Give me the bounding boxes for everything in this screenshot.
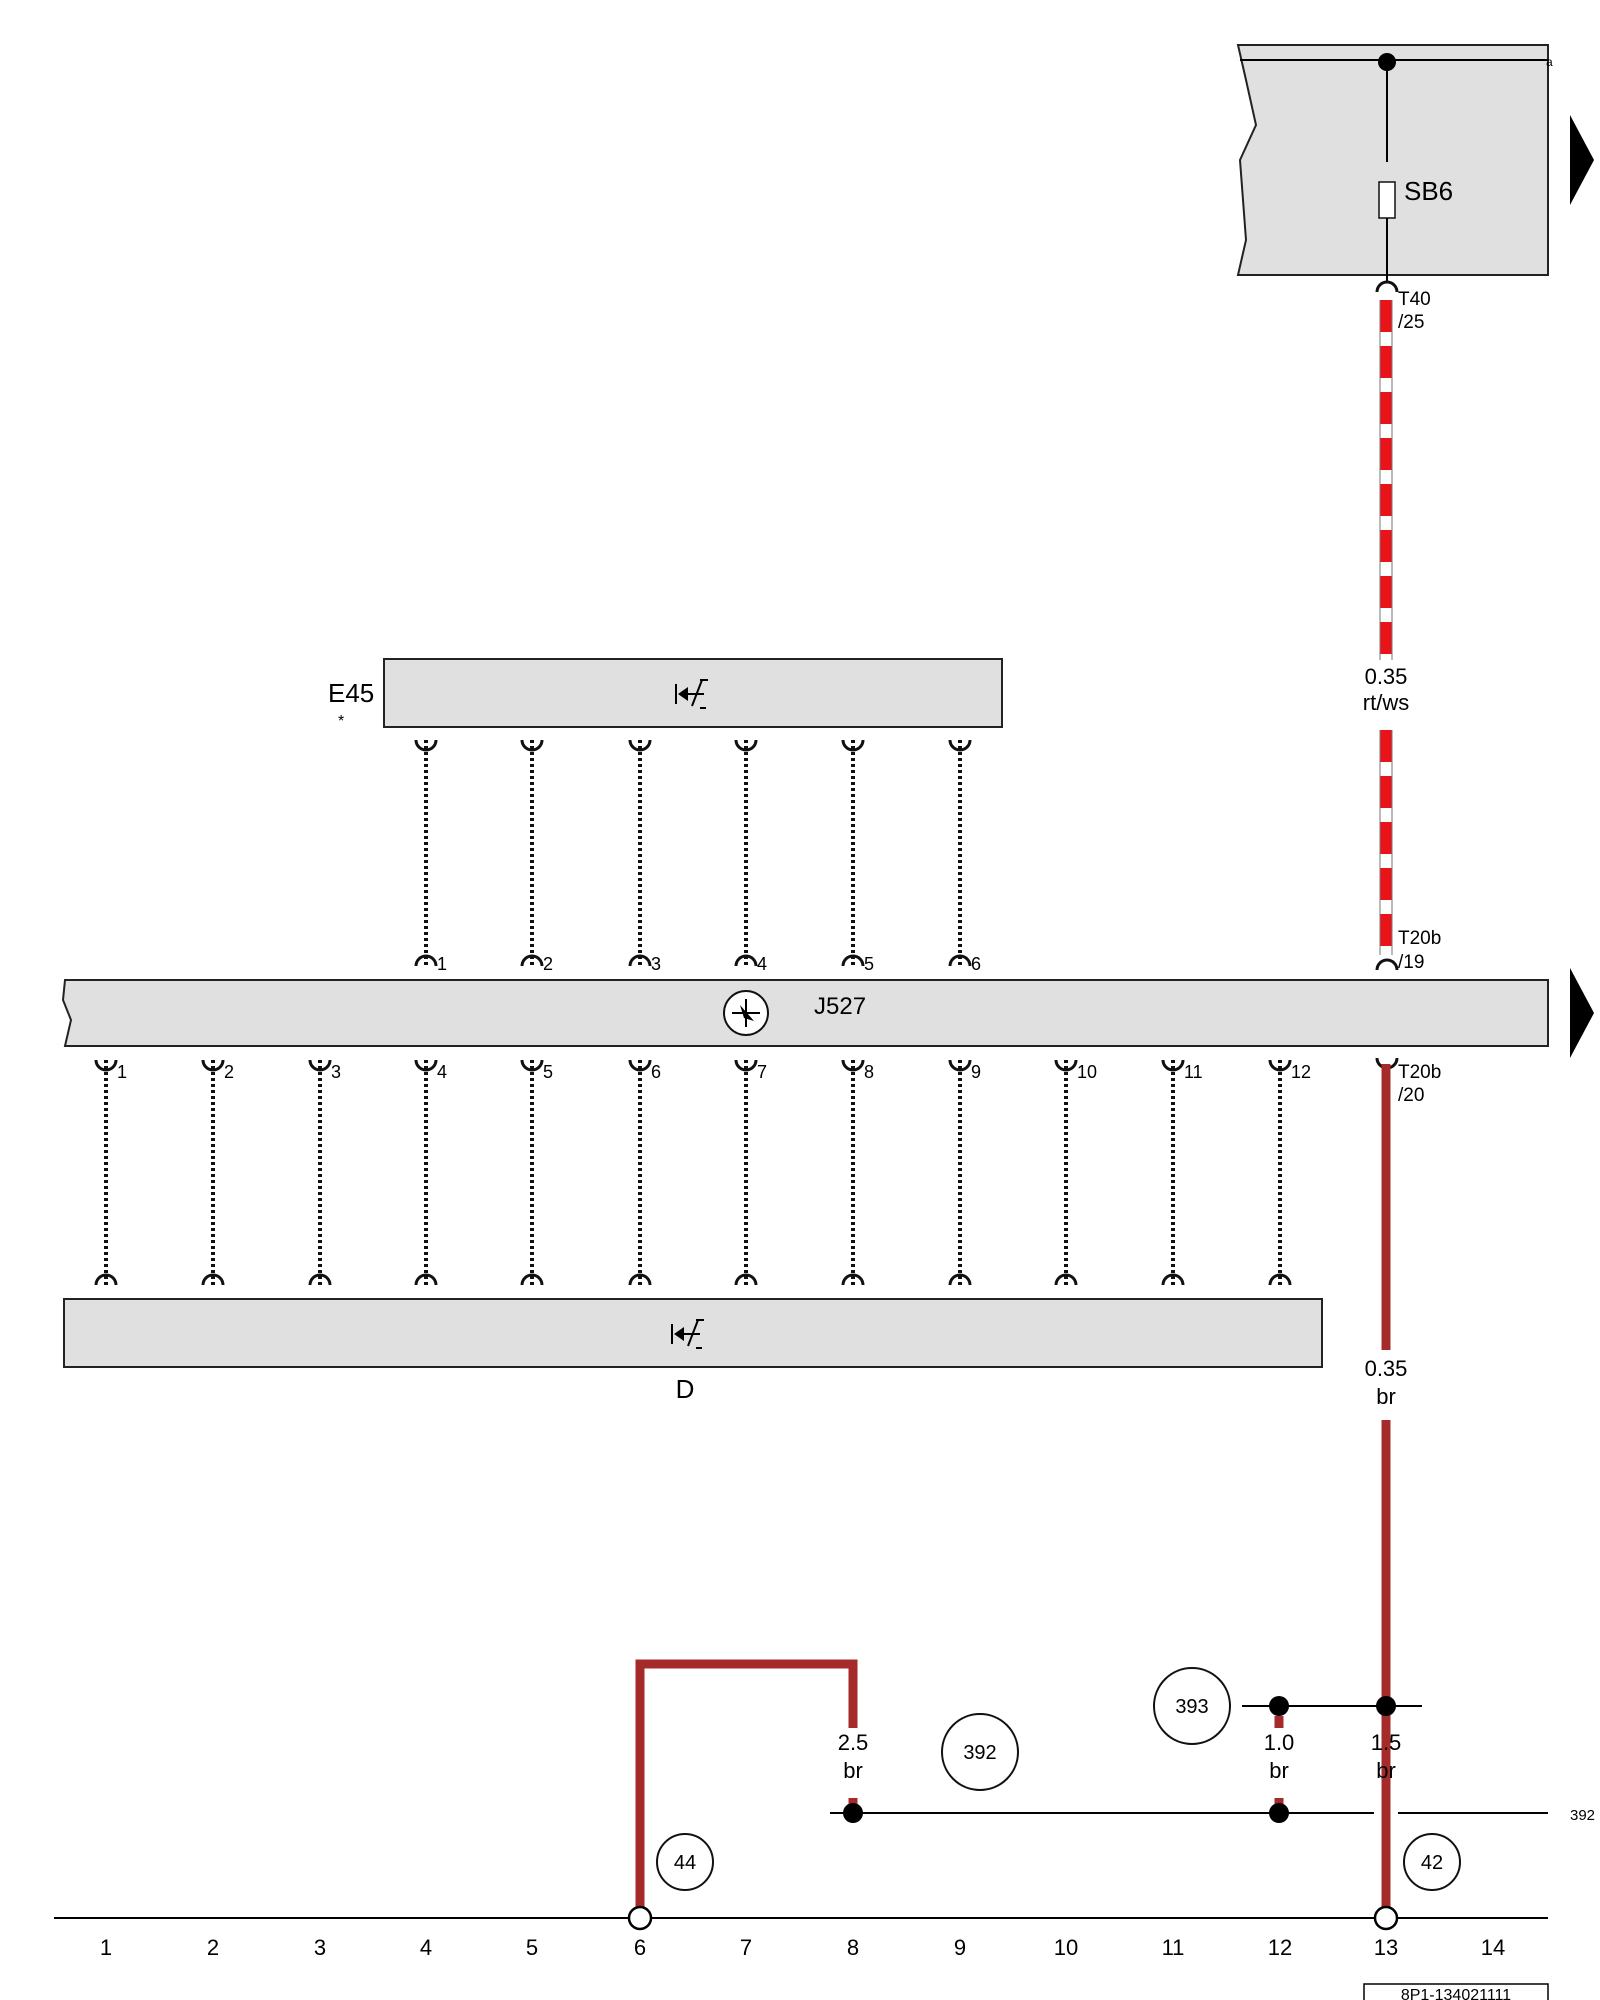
- track-7: 7: [740, 1935, 752, 1960]
- ground-bus-393: [1242, 1696, 1422, 1728]
- upper-pin-5: 5: [864, 954, 874, 974]
- e45-note: *: [338, 713, 344, 730]
- component-d: D: [63, 1298, 1323, 1404]
- lower-pin-7: 7: [757, 1062, 767, 1082]
- wire-rt-ws: 0.35 rt/ws: [1363, 300, 1409, 955]
- wire-size-br-25: 2.5: [838, 1730, 869, 1755]
- wire-color-rt-ws: rt/ws: [1363, 690, 1409, 715]
- d-label: D: [676, 1374, 695, 1404]
- wire-size-br-upper: 0.35: [1365, 1356, 1408, 1381]
- wire-color-br-upper: br: [1376, 1384, 1396, 1409]
- ground-point-393: 393: [1175, 1696, 1208, 1718]
- upper-pin-3: 3: [651, 954, 661, 974]
- track-9: 9: [954, 1935, 966, 1960]
- upper-pin-2: 2: [543, 954, 553, 974]
- connector-t20b-19: T20b /19: [1375, 928, 1441, 973]
- track-10: 10: [1054, 1935, 1078, 1960]
- component-j527: J527: [61, 979, 1549, 1047]
- track-2: 2: [207, 1935, 219, 1960]
- track-3: 3: [314, 1935, 326, 1960]
- lower-pin-10: 10: [1077, 1062, 1097, 1082]
- connector-t20b-20: T20b /20: [1375, 1057, 1441, 1106]
- continuation-arrow-top: [1570, 115, 1594, 205]
- track-4: 4: [420, 1935, 432, 1960]
- connector-t40-25: T40 /25: [1375, 280, 1431, 333]
- drawing-number-box: 8P1-134021111: [1363, 1983, 1549, 2000]
- e45-label: E45: [328, 678, 374, 708]
- lower-pin-1: 1: [117, 1062, 127, 1082]
- track-1: 1: [100, 1935, 112, 1960]
- svg-text:T20b: T20b: [1398, 928, 1441, 949]
- wire-size-br-10: 1.0: [1264, 1730, 1295, 1755]
- lower-pin-12: 12: [1291, 1062, 1311, 1082]
- sb6-label: SB6: [1404, 176, 1453, 206]
- ground-point-labels: 44 392 393 42: [656, 1667, 1461, 1891]
- wire-color-br-15: br: [1376, 1758, 1396, 1783]
- track-14: 14: [1481, 1935, 1505, 1960]
- svg-text:T40: T40: [1398, 289, 1431, 310]
- continuation-arrow-middle: [1570, 968, 1594, 1058]
- lower-pin-5: 5: [543, 1062, 553, 1082]
- wire-labels-lower: 1.0 br 1.5 br: [1264, 1730, 1402, 1783]
- ref-a: a: [1546, 55, 1553, 69]
- upper-pin-1: 1: [437, 954, 447, 974]
- ground-point-44: 44: [674, 1852, 696, 1874]
- wire-br-main: 0.35 br: [1365, 1064, 1408, 1918]
- fuse-box-sb6: SB6 a: [1236, 44, 1553, 282]
- svg-text:/25: /25: [1398, 312, 1424, 333]
- wire-br-25: 2.5 br: [635, 1659, 869, 1918]
- track-13: 13: [1374, 1935, 1398, 1960]
- wire-size-br-15: 1.5: [1371, 1730, 1402, 1755]
- wire-size-rt-ws: 0.35: [1365, 664, 1408, 689]
- wire-color-br-25: br: [843, 1758, 863, 1783]
- upper-pin-4: 4: [757, 954, 767, 974]
- wire-color-br-10: br: [1269, 1758, 1289, 1783]
- lower-pin-6: 6: [651, 1062, 661, 1082]
- upper-pin-6: 6: [971, 954, 981, 974]
- track-11: 11: [1162, 1935, 1185, 1960]
- lower-pin-3: 3: [331, 1062, 341, 1082]
- ground-point-392: 392: [963, 1742, 996, 1764]
- svg-text:/20: /20: [1398, 1085, 1424, 1106]
- wires-e45-j527: 1 2 3 4 5 6: [414, 739, 981, 974]
- lower-pin-8: 8: [864, 1062, 874, 1082]
- track-12: 12: [1268, 1935, 1292, 1960]
- ground-rail: [54, 1905, 1548, 1931]
- drawing-number: 8P1-134021111: [1401, 1987, 1511, 2000]
- right-ref-392: 392: [1570, 1807, 1595, 1824]
- lower-pin-2: 2: [224, 1062, 234, 1082]
- ground-bus-392: 392: [830, 1798, 1595, 1824]
- switch-icon: [671, 1319, 704, 1349]
- component-e45: E45 *: [328, 658, 1003, 730]
- lower-pin-11: 11: [1184, 1062, 1203, 1082]
- lower-pin-9: 9: [971, 1062, 981, 1082]
- j527-label: J527: [814, 993, 866, 1020]
- track-8: 8: [847, 1935, 859, 1960]
- track-numbers: 1 2 3 4 5 6 7 8 9 10 11 12 13 14: [100, 1935, 1505, 1960]
- wires-j527-d: 1 2 3 4 5 6 7 8 9 10 11 12: [94, 1059, 1311, 1286]
- track-5: 5: [526, 1935, 538, 1960]
- lower-pin-4: 4: [437, 1062, 447, 1082]
- svg-text:/19: /19: [1398, 952, 1424, 973]
- ground-point-42: 42: [1421, 1852, 1443, 1874]
- track-6: 6: [634, 1935, 646, 1960]
- svg-text:T20b: T20b: [1398, 1062, 1441, 1083]
- switch-icon: [675, 679, 708, 709]
